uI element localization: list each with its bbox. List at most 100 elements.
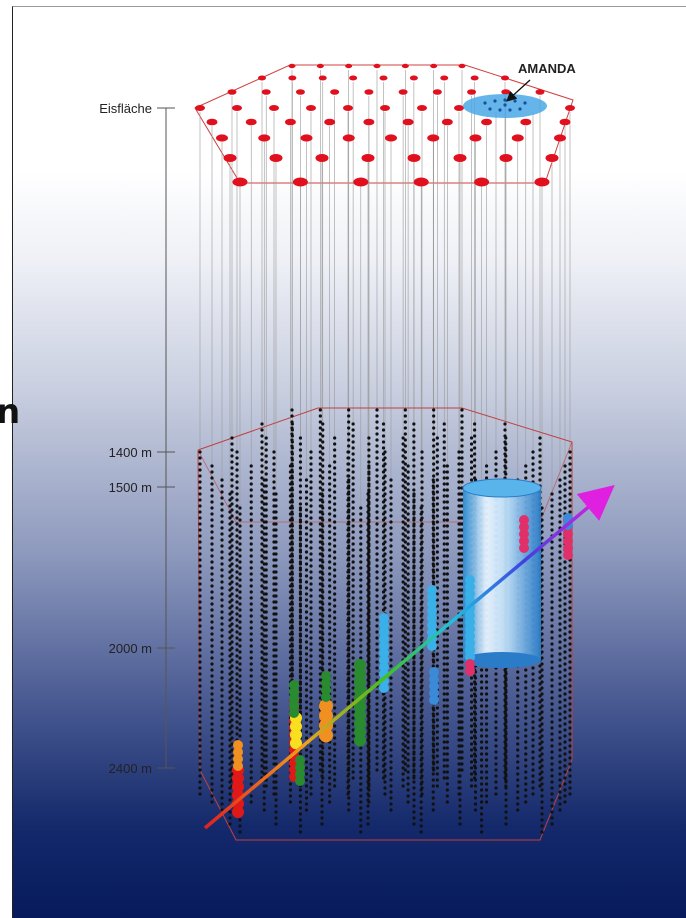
optical-module [389, 760, 393, 764]
optical-module [420, 480, 424, 484]
optical-module [298, 812, 302, 816]
optical-module [445, 572, 449, 576]
optical-module [274, 750, 278, 754]
optical-module [458, 732, 462, 736]
optical-module [290, 422, 294, 426]
optical-module [406, 566, 410, 570]
optical-module [531, 474, 535, 478]
optical-module [442, 674, 446, 678]
hit-module [429, 674, 439, 684]
optical-module [524, 710, 528, 714]
optical-module [309, 780, 313, 784]
optical-module [412, 774, 416, 778]
hit-module [354, 717, 366, 730]
optical-module [274, 624, 278, 628]
optical-module [333, 556, 337, 560]
optical-module [524, 770, 528, 774]
optical-module [262, 562, 266, 566]
optical-module [419, 770, 423, 774]
optical-module [494, 738, 498, 742]
optical-module [198, 504, 202, 508]
optical-module [412, 618, 416, 622]
optical-module [389, 502, 393, 506]
optical-module [198, 654, 202, 658]
optical-module [230, 664, 234, 668]
optical-module [238, 722, 242, 726]
optical-module [494, 450, 498, 454]
optical-module [460, 462, 464, 466]
hit-module [427, 620, 437, 630]
optical-module [419, 806, 423, 810]
optical-module [538, 436, 542, 440]
optical-module [264, 454, 268, 458]
optical-module [333, 670, 337, 674]
optical-module [230, 556, 234, 560]
optical-module [568, 600, 572, 604]
optical-module [383, 792, 387, 796]
optical-module [558, 478, 562, 482]
optical-module [538, 772, 542, 776]
optical-module [403, 492, 407, 496]
optical-module [309, 684, 313, 688]
optical-module [403, 504, 407, 508]
optical-module [442, 434, 446, 438]
optical-module [375, 612, 379, 616]
optical-module [260, 620, 264, 624]
optical-module [412, 660, 416, 664]
optical-module [445, 512, 449, 516]
optical-module [333, 466, 337, 470]
optical-module [347, 538, 351, 542]
optical-module [473, 736, 478, 740]
optical-module [550, 756, 554, 760]
optical-module [309, 756, 313, 760]
optical-module [288, 548, 293, 552]
optical-module [412, 476, 416, 480]
optical-module [298, 608, 302, 612]
optical-module [458, 684, 462, 688]
optical-module [304, 508, 309, 512]
optical-module [304, 652, 309, 656]
optical-module [262, 550, 266, 554]
optical-module [401, 514, 405, 518]
optical-module [419, 518, 423, 522]
optical-module [359, 518, 363, 522]
optical-module [558, 712, 562, 716]
optical-module [235, 528, 239, 532]
optical-module [260, 650, 264, 654]
optical-module [568, 636, 572, 640]
optical-module [524, 692, 528, 696]
optical-module [458, 690, 462, 694]
optical-module [558, 556, 562, 560]
optical-module [309, 636, 313, 640]
optical-module [309, 672, 313, 676]
optical-module [249, 536, 253, 540]
optical-module [260, 668, 264, 672]
optical-module [304, 634, 309, 638]
optical-module [435, 532, 439, 536]
optical-module [347, 652, 351, 656]
optical-module [328, 542, 332, 546]
optical-module [359, 788, 363, 792]
optical-module [220, 694, 224, 698]
amanda-hole [498, 108, 502, 112]
optical-module [333, 610, 337, 614]
optical-module [235, 570, 239, 574]
optical-module [383, 462, 387, 466]
optical-module [375, 576, 379, 580]
optical-module [383, 552, 387, 556]
optical-module [320, 618, 324, 622]
optical-module [260, 716, 264, 720]
optical-module [249, 686, 253, 690]
optical-module [458, 618, 462, 622]
optical-module [531, 684, 535, 688]
optical-module [262, 640, 266, 644]
optical-module [320, 750, 324, 754]
optical-module [375, 444, 379, 448]
optical-module [320, 624, 324, 628]
optical-module [412, 434, 416, 438]
optical-module [304, 760, 309, 764]
optical-module [389, 748, 393, 752]
optical-module [383, 558, 387, 562]
optical-module [458, 522, 462, 526]
optical-module [375, 468, 379, 472]
